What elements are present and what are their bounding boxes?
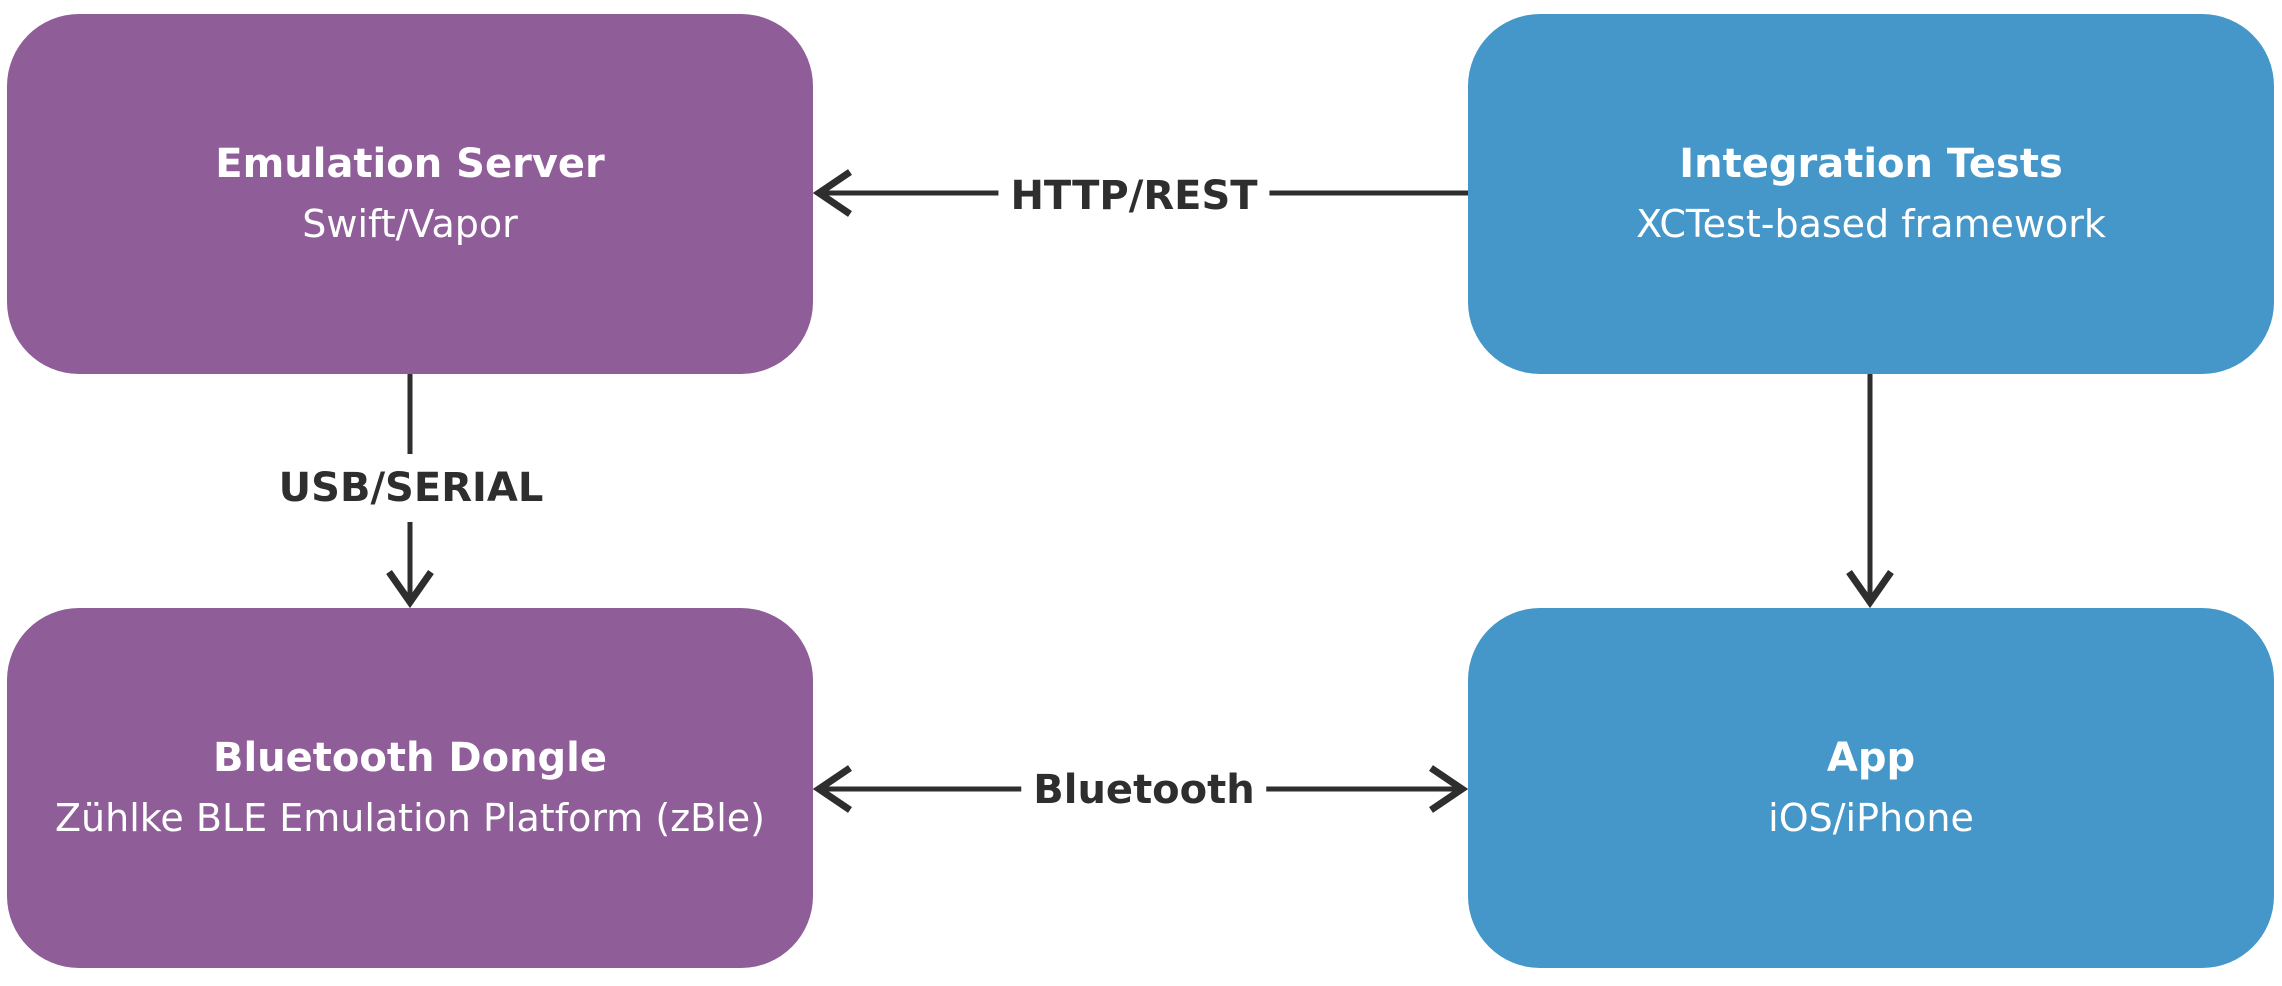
edge-bluetooth-arrowhead-left [812,765,852,813]
node-bluetooth-dongle-subtitle: Zühlke BLE Emulation Platform (zBle) [55,796,765,840]
node-integration-tests: Integration Tests XCTest-based framework [1468,14,2274,374]
node-app-subtitle: iOS/iPhone [1768,796,1974,840]
node-emulation-server-title: Emulation Server [215,141,605,187]
node-bluetooth-dongle: Bluetooth Dongle Zühlke BLE Emulation Pl… [7,608,813,968]
node-emulation-server: Emulation Server Swift/Vapor [7,14,813,374]
node-app-title: App [1826,735,1916,781]
edge-http-rest-label: HTTP/REST [998,168,1270,224]
node-integration-tests-title: Integration Tests [1679,141,2063,187]
node-emulation-server-subtitle: Swift/Vapor [302,202,518,246]
edge-bluetooth-label: Bluetooth [1021,762,1267,818]
node-bluetooth-dongle-title: Bluetooth Dongle [212,735,608,781]
node-app: App iOS/iPhone [1468,608,2274,968]
edge-usb-serial-label: USB/SERIAL [266,454,556,522]
edge-usb-serial-arrowhead [386,569,434,609]
node-integration-tests-subtitle: XCTest-based framework [1636,202,2106,246]
edge-http-rest-arrowhead [812,169,852,217]
edge-bluetooth-arrowhead-right [1429,765,1469,813]
edge-tests-to-app-arrowhead [1846,569,1894,609]
